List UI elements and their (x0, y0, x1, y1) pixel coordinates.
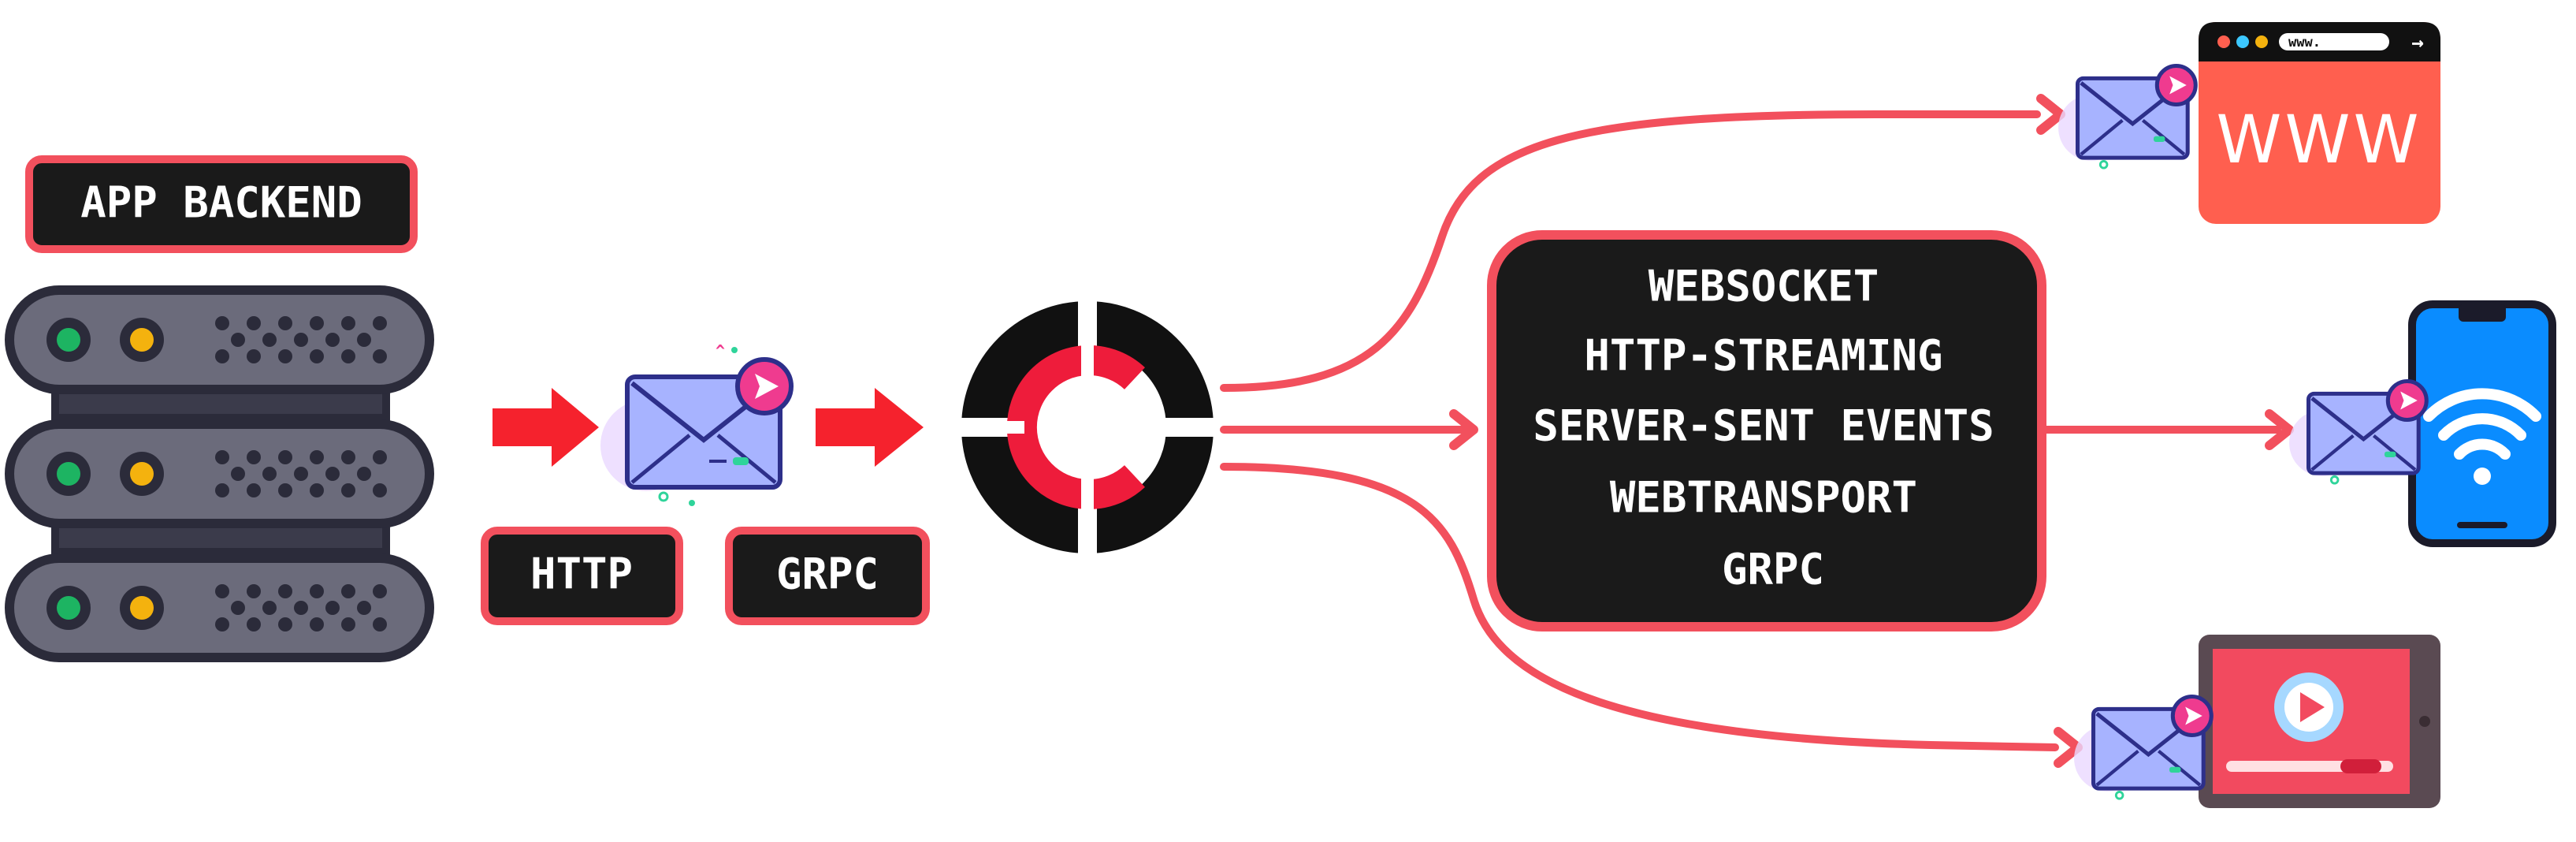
tablet-video-icon (2199, 635, 2440, 808)
transport-item: WEBTRANSPORT (1610, 473, 1917, 523)
server-unit (5, 285, 434, 394)
browser-content-text: WWW (2216, 101, 2422, 178)
transport-item: WEBSOCKET (1649, 262, 1879, 311)
envelope-icon: ^ (600, 341, 794, 506)
connectors (1220, 110, 2281, 751)
grpc-in-text: GRPC (776, 550, 879, 599)
arrowhead-icon (2265, 409, 2294, 450)
grpc-in-label: GRPC (725, 527, 930, 625)
app-backend-text: APP BACKEND (80, 178, 362, 228)
http-label: HTTP (481, 527, 683, 625)
transport-item: GRPC (1722, 545, 1824, 594)
envelope-icon (2058, 63, 2198, 170)
transport-item: SERVER-SENT EVENTS (1533, 401, 1994, 451)
envelope-icon (2289, 378, 2429, 485)
connector-bottom (1220, 463, 2059, 751)
svg-text:^: ^ (716, 341, 725, 360)
envelope-icon (2074, 694, 2214, 800)
browser-url-text: www. (2288, 35, 2321, 50)
server-unit (5, 553, 434, 662)
arrowhead-icon (2036, 94, 2065, 135)
server-rack-icon (5, 285, 434, 662)
browser-window-icon: www. → WWW (2199, 22, 2440, 224)
server-unit (5, 419, 434, 528)
smartphone-wifi-icon (2408, 300, 2556, 547)
http-text: HTTP (530, 550, 633, 599)
app-backend-label: APP BACKEND (25, 155, 418, 253)
connector-top (1220, 110, 2041, 392)
arrowhead-icon (1449, 409, 1478, 450)
transport-item: HTTP-STREAMING (1584, 331, 1942, 381)
arrow-forward-icon: → (2411, 32, 2424, 55)
relay-logo-icon (953, 293, 1221, 561)
arrow-right-icon (493, 388, 599, 467)
transport-list: WEBSOCKET HTTP-STREAMING SERVER-SENT EVE… (1487, 230, 2046, 632)
arrow-right-icon (816, 388, 924, 467)
